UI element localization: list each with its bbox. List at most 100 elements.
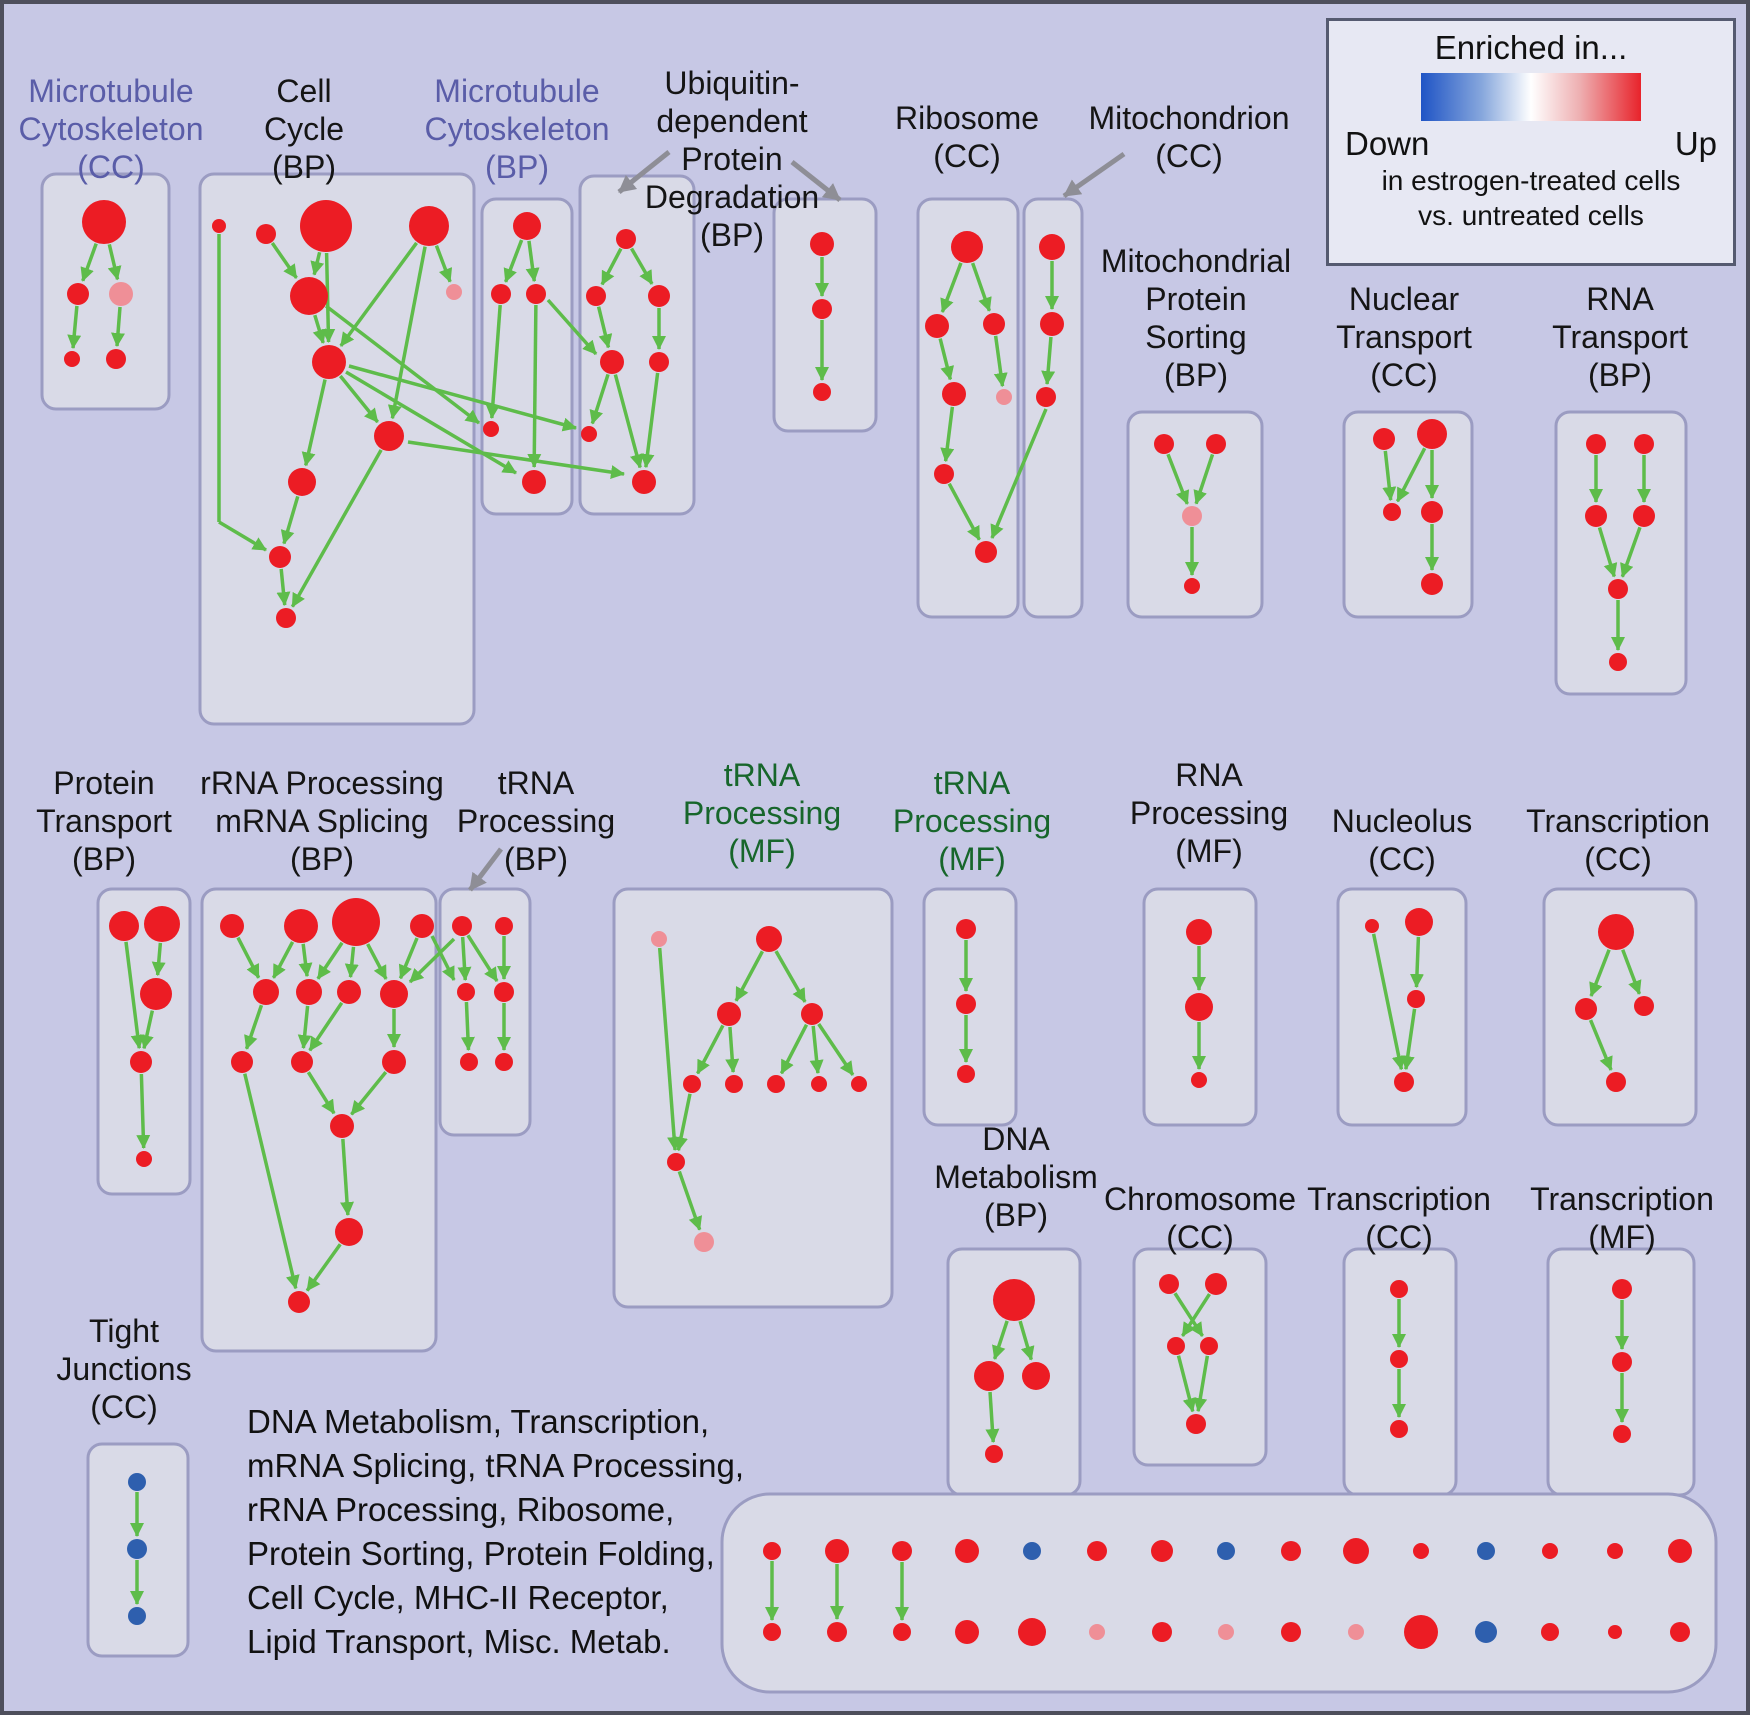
edge bbox=[525, 240, 540, 283]
cluster-box-rna-transport bbox=[1554, 410, 1688, 696]
node-microtubule-bp-3 bbox=[483, 421, 499, 437]
node-rna-transport-5 bbox=[1609, 653, 1627, 671]
legend: Enriched in... Down Up in estrogen-treat… bbox=[1326, 18, 1736, 266]
edge bbox=[677, 1170, 703, 1231]
edge bbox=[527, 304, 542, 469]
node-misc-strip-3 bbox=[955, 1539, 979, 1563]
node-trna-processing-bp-3 bbox=[494, 982, 514, 1002]
edge bbox=[485, 304, 502, 420]
edge bbox=[970, 262, 992, 312]
edge bbox=[1166, 453, 1190, 505]
cluster-box-mitochondrion bbox=[1022, 197, 1084, 619]
node-misc-strip-21 bbox=[1152, 1622, 1172, 1642]
node-nuclear-transport-1 bbox=[1417, 419, 1447, 449]
cluster-box-nucleolus bbox=[1336, 887, 1468, 1127]
edge bbox=[1193, 453, 1215, 505]
edge bbox=[1589, 949, 1611, 997]
edge bbox=[111, 306, 125, 348]
node-cell-cycle-4 bbox=[290, 277, 328, 315]
node-rrna-mrna-4 bbox=[253, 979, 279, 1005]
edge bbox=[589, 373, 610, 425]
legend-gradient-bar bbox=[1421, 73, 1641, 121]
node-microtubule-cc-3 bbox=[64, 351, 80, 367]
node-ribosome-3 bbox=[942, 382, 966, 406]
edge bbox=[271, 941, 295, 979]
node-rrna-mrna-5 bbox=[296, 979, 322, 1005]
edge bbox=[243, 1073, 300, 1290]
node-microtubule-cc-2 bbox=[109, 282, 133, 306]
footnote: DNA Metabolism, Transcription, mRNA Spli… bbox=[247, 1400, 744, 1664]
node-cell-cycle-1 bbox=[256, 224, 276, 244]
node-ubiquitin-degradation-2-1 bbox=[812, 299, 832, 319]
node-chromosome-4 bbox=[1186, 1414, 1206, 1434]
node-chromosome-1 bbox=[1205, 1273, 1227, 1295]
edge bbox=[1371, 933, 1406, 1071]
node-cell-cycle-10 bbox=[276, 608, 296, 628]
node-protein-transport-3 bbox=[130, 1051, 152, 1073]
edge bbox=[990, 408, 1048, 539]
node-ubiquitin-degradation-1-4 bbox=[649, 352, 669, 372]
edge bbox=[657, 947, 682, 1152]
edge bbox=[1382, 450, 1397, 502]
node-mitochondrial-protein-sorting-3 bbox=[1184, 578, 1200, 594]
edge bbox=[1409, 936, 1424, 989]
edge bbox=[301, 379, 327, 467]
node-rrna-mrna-12 bbox=[335, 1218, 363, 1246]
node-rrna-mrna-10 bbox=[382, 1050, 406, 1074]
node-trna-processing-mf-1-0 bbox=[651, 931, 667, 947]
node-cell-cycle-0 bbox=[212, 219, 226, 233]
node-trna-processing-bp-1 bbox=[495, 917, 513, 935]
node-dna-metabolism-1 bbox=[974, 1361, 1004, 1391]
edge bbox=[430, 935, 456, 981]
node-ubiquitin-degradation-2-2 bbox=[813, 383, 831, 401]
node-ribosome-5 bbox=[934, 464, 954, 484]
node-ubiquitin-degradation-1-5 bbox=[581, 426, 597, 442]
node-transcription-mf-1 bbox=[1612, 1352, 1632, 1372]
edge bbox=[244, 1004, 264, 1050]
edge bbox=[366, 943, 388, 980]
legend-subtitle-line2: vs. untreated cells bbox=[1418, 200, 1644, 231]
node-transcription-cc-2-1 bbox=[1390, 1350, 1408, 1368]
node-cell-cycle-7 bbox=[374, 421, 404, 451]
cluster-box-rrna-mrna bbox=[200, 887, 438, 1353]
edge bbox=[600, 247, 623, 286]
node-ribosome-1 bbox=[925, 314, 949, 338]
footnote-line: Lipid Transport, Misc. Metab. bbox=[247, 1623, 671, 1660]
edge bbox=[734, 950, 764, 1002]
node-trna-processing-mf-1-6 bbox=[767, 1075, 785, 1093]
edge bbox=[308, 1001, 344, 1052]
node-rna-transport-2 bbox=[1585, 505, 1607, 527]
edge bbox=[1621, 949, 1642, 995]
node-rrna-mrna-0 bbox=[220, 914, 244, 938]
node-misc-strip-17 bbox=[893, 1623, 911, 1641]
node-chromosome-0 bbox=[1159, 1274, 1179, 1294]
network-diagram bbox=[40, 150, 1718, 1694]
node-transcription-cc-2-2 bbox=[1390, 1420, 1408, 1438]
cluster-box-nuclear-transport bbox=[1342, 410, 1474, 619]
edge bbox=[1018, 1320, 1035, 1361]
node-trna-processing-bp-2 bbox=[457, 983, 475, 1001]
node-rrna-mrna-9 bbox=[291, 1051, 313, 1073]
cluster-box-cell-cycle bbox=[198, 172, 476, 726]
node-nuclear-transport-0 bbox=[1373, 428, 1395, 450]
node-ubiquitin-degradation-1-1 bbox=[586, 286, 606, 306]
node-mitochondrial-protein-sorting-2 bbox=[1182, 506, 1202, 526]
node-rrna-mrna-8 bbox=[231, 1051, 253, 1073]
node-misc-strip-24 bbox=[1348, 1624, 1364, 1640]
node-transcription-cc-1-0 bbox=[1598, 914, 1634, 950]
node-transcription-mf-0 bbox=[1612, 1279, 1632, 1299]
node-ribosome-0 bbox=[951, 231, 983, 263]
edge bbox=[1395, 447, 1427, 503]
edge bbox=[270, 242, 298, 279]
node-cell-cycle-5 bbox=[446, 284, 462, 300]
node-rna-processing-mf-2 bbox=[1191, 1072, 1207, 1088]
edge bbox=[696, 1024, 725, 1075]
annotation-arrow bbox=[1062, 151, 1126, 199]
node-misc-strip-0 bbox=[763, 1542, 781, 1560]
node-misc-strip-6 bbox=[1151, 1540, 1173, 1562]
edge bbox=[1588, 1019, 1613, 1071]
node-ubiquitin-degradation-1-0 bbox=[616, 229, 636, 249]
edge bbox=[1041, 336, 1056, 386]
edge bbox=[276, 568, 291, 607]
node-tight-junctions-2 bbox=[128, 1607, 146, 1625]
